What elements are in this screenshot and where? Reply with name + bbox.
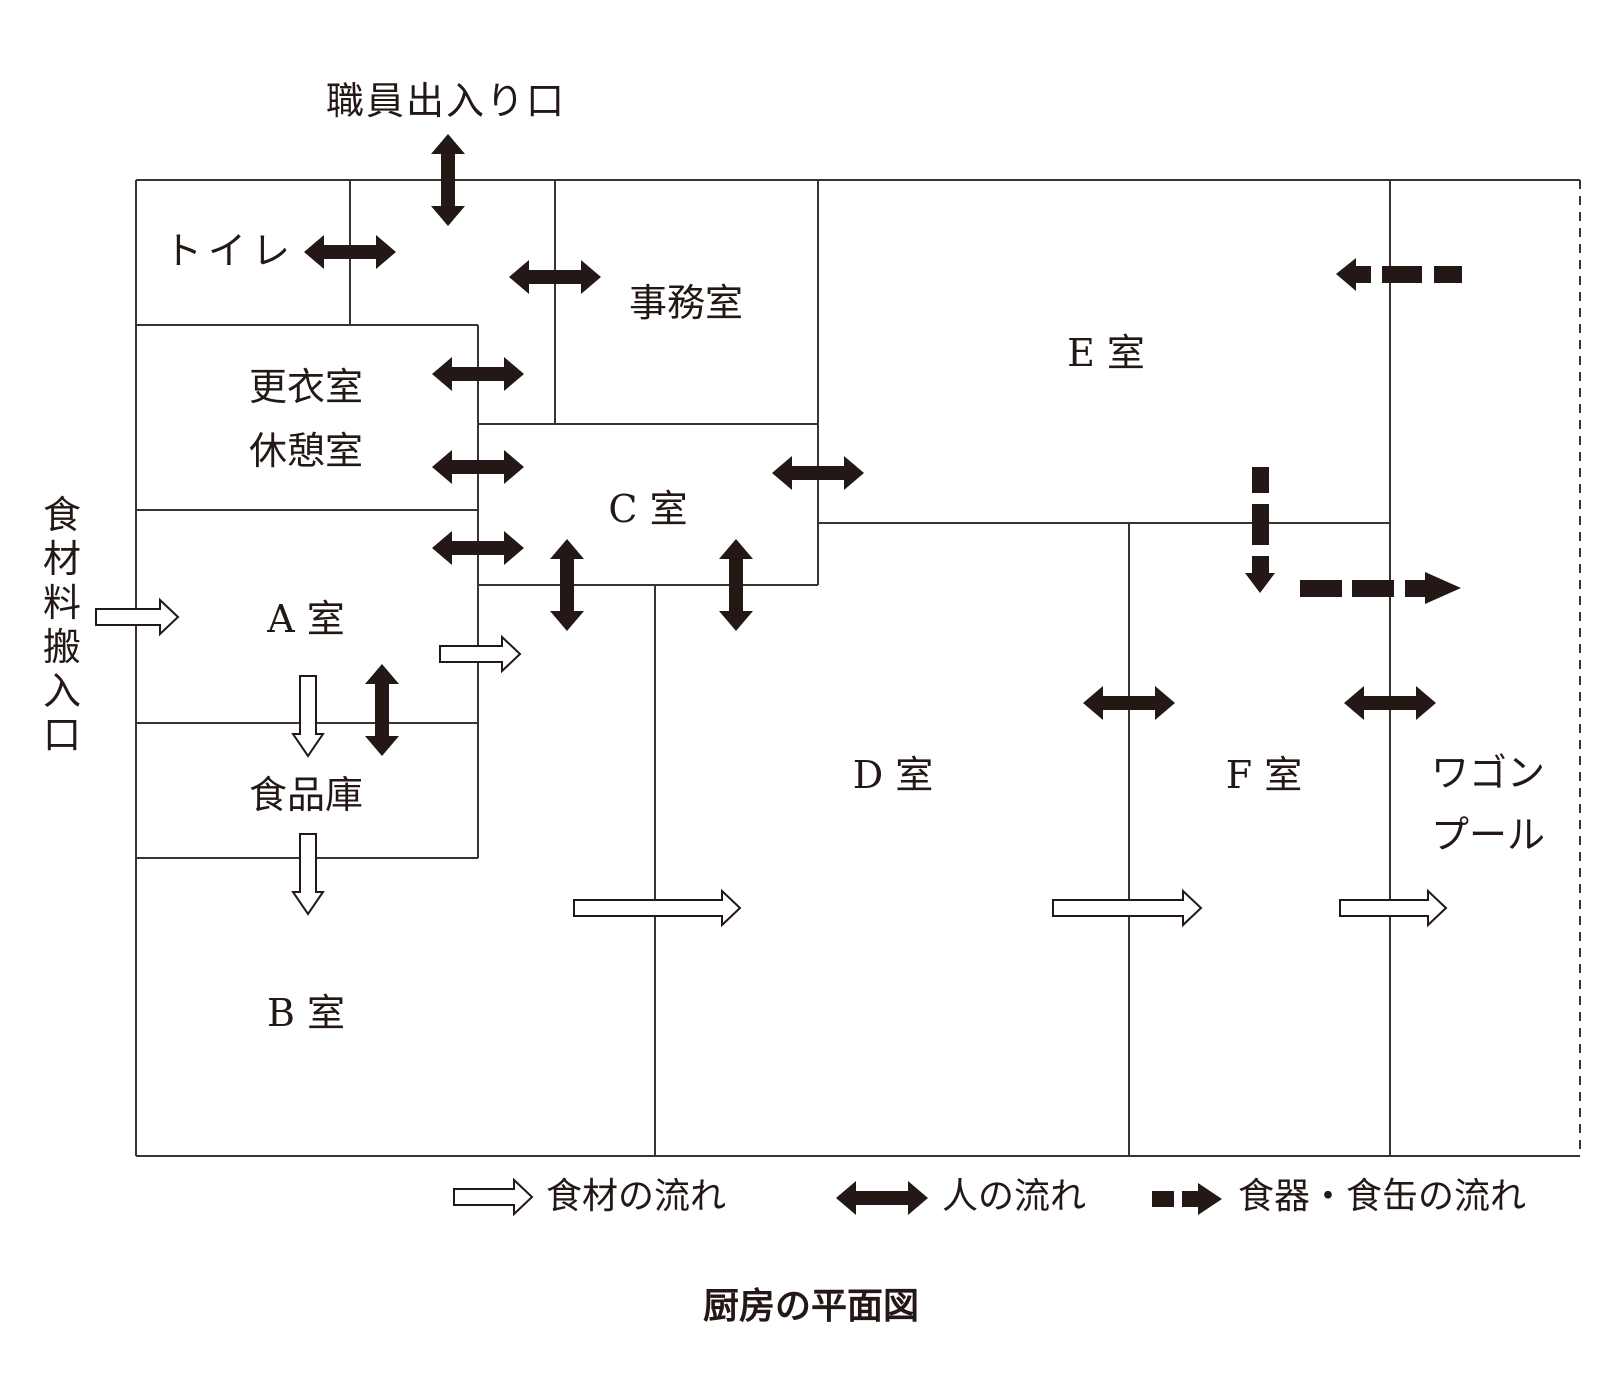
people-flow-arrow (550, 539, 584, 631)
dish-flow-dash (1252, 467, 1269, 493)
food-flow-arrow (1339, 888, 1448, 928)
toilet-label: トイレ (164, 229, 296, 273)
people-flow-arrow (432, 357, 524, 391)
people-flow-arrow (772, 456, 864, 490)
legend-dish-flow-label: 食器・食缶の流れ (1238, 1176, 1526, 1217)
room-a-label: A 室 (266, 597, 345, 641)
flow-arrows (95, 134, 1462, 1217)
room-c-label: C 室 (608, 487, 687, 531)
people-flow-arrow (431, 134, 465, 226)
food-flow-arrow (573, 888, 742, 928)
dish-flow-dash (1352, 580, 1394, 597)
people-flow-arrow (432, 450, 524, 484)
vertical-label-char: 口 (43, 713, 81, 757)
staff-entrance-label: 職員出入り口 (326, 79, 566, 123)
food-delivery-entrance-label: 食材料搬入口 (43, 493, 81, 757)
room-e-label: E 室 (1067, 331, 1145, 375)
room-d-label: D 室 (853, 753, 934, 797)
people-flow-arrow (432, 531, 524, 565)
dish-flow-dash (1434, 266, 1462, 283)
people-flow-arrow (1083, 686, 1175, 720)
vertical-label-char: 搬 (43, 625, 81, 669)
wagon-pool-label-line2: プール (1431, 813, 1545, 857)
office-label: 事務室 (629, 281, 743, 325)
dish-flow-dash (1252, 504, 1269, 545)
vertical-label-char: 入 (43, 669, 81, 713)
legend-people-flow-icon (836, 1181, 928, 1215)
locker-room-label: 更衣室 (249, 365, 363, 409)
legend-dish-flow-icon-head (1182, 1183, 1222, 1215)
legend-people-flow-label: 人の流れ (942, 1176, 1086, 1217)
food-flow-arrow (291, 833, 325, 916)
pantry-label: 食品庫 (249, 773, 363, 817)
legend-food-flow-label: 食材の流れ (546, 1176, 726, 1217)
vertical-label-char: 料 (43, 581, 81, 625)
people-flow-arrow (304, 235, 396, 269)
people-flow-arrow (719, 539, 753, 631)
figure-title: 厨房の平面図 (703, 1286, 919, 1327)
labels: 職員出入り口 トイレ 事務室 更衣室 休憩室 C 室 E 室 A 室 食品庫 B… (43, 79, 1545, 1327)
food-flow-arrow (1052, 888, 1203, 928)
dish-flow-arrowhead (1245, 556, 1275, 593)
break-room-label: 休憩室 (249, 429, 363, 473)
room-b-label: B 室 (267, 991, 345, 1035)
vertical-label-char: 材 (43, 537, 81, 581)
food-flow-arrow (439, 634, 522, 674)
dish-flow-arrowhead (1405, 572, 1461, 604)
wagon-pool-label-line1: ワゴン (1431, 751, 1545, 795)
people-flow-arrow (509, 260, 601, 294)
people-flow-arrow (1344, 686, 1436, 720)
dish-flow-dash (1300, 580, 1342, 597)
vertical-label-char: 食 (43, 493, 81, 537)
dish-flow-dash (1382, 266, 1422, 283)
legend-food-flow-icon (453, 1177, 534, 1217)
room-f-label: F 室 (1226, 753, 1302, 797)
dish-flow-arrowhead (1336, 258, 1371, 291)
legend-dish-flow-icon-dash (1152, 1191, 1174, 1207)
people-flow-arrow (365, 664, 399, 756)
food-flow-arrow (95, 597, 180, 637)
food-flow-arrow (291, 675, 325, 758)
walls (135, 179, 1581, 1157)
